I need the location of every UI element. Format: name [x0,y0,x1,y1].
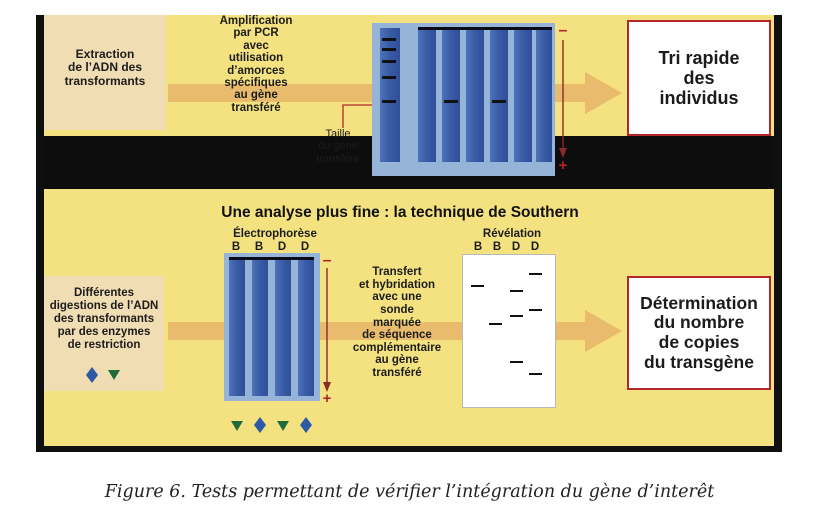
pcr-lane [514,28,532,162]
extraction-box [44,15,166,130]
determination-box: Détermination du nombre de copies du tra… [627,276,771,390]
green-triangle-icon [231,421,243,431]
pcr-label: Amplification par PCR avec utilisation d… [219,15,293,114]
taille-label: Taille du gène transféré [316,128,360,165]
lane-label-left-2: B [254,241,264,253]
ladder-band [382,38,396,41]
lane-label-right-4: D [530,241,540,253]
revelation-band [529,373,542,375]
revelation-band [510,315,523,317]
southern-lane [229,258,245,396]
bottom-flow-arrow [168,310,622,352]
pcr-band [444,100,458,103]
southern-wells [229,257,314,260]
revelation-band [510,290,523,292]
pcr-lane [536,28,552,162]
ladder-band [382,100,396,103]
extraction-label: Extraction de l’ADN des transformants [64,47,146,88]
revelation-band [529,273,542,275]
southern-title: Une analyse plus fine : la technique de … [221,204,579,221]
southern-lane [252,258,268,396]
bottom-plus-sign: + [322,390,332,407]
lane-label-left-4: D [300,241,310,253]
revelation-membrane [462,254,556,408]
electrophorese-label: Électrophorèse [233,228,317,240]
ladder-band [382,48,396,51]
revelation-band [510,361,523,363]
lane-label-right-3: D [511,241,521,253]
green-triangle-icon [108,370,120,380]
lane-label-right-1: B [473,241,483,253]
top-plus-sign: + [558,157,568,174]
pcr-lane [490,28,508,162]
pcr-lane [466,28,484,162]
revelation-band [489,323,502,325]
revelation-band [471,285,484,287]
figure-caption: Figure 6. Tests permettant de vérifier l… [104,482,715,502]
blue-diamond-icon [300,417,312,433]
tri-rapide-box: Tri rapide des individus [627,20,771,136]
bottom-minus-sign: – [322,252,332,269]
southern-lane [298,258,314,396]
pcr-wells [418,27,552,30]
top-minus-sign: – [558,22,568,39]
lane-label-right-2: B [492,241,502,253]
digestions-label: Différentes digestions de l’ADN des tran… [49,287,159,351]
revelation-label: Révélation [482,228,542,240]
digestions-box [44,276,164,391]
pcr-lane [418,28,436,162]
lane-label-left-1: B [231,241,241,253]
transfert-label: Transfert et hybridation avec une sonde … [352,266,442,380]
pcr-lane [442,28,460,162]
green-triangle-icon [277,421,289,431]
pcr-band [492,100,506,103]
determination-label: Détermination du nombre de copies du tra… [640,292,758,372]
tri-rapide-label: Tri rapide des individus [658,47,740,109]
lane-label-left-3: D [277,241,287,253]
revelation-band [529,309,542,311]
blue-diamond-icon [86,367,98,383]
southern-lane [275,258,291,396]
blue-diamond-icon [254,417,266,433]
ladder-band [382,76,396,79]
ladder-band [382,60,396,63]
